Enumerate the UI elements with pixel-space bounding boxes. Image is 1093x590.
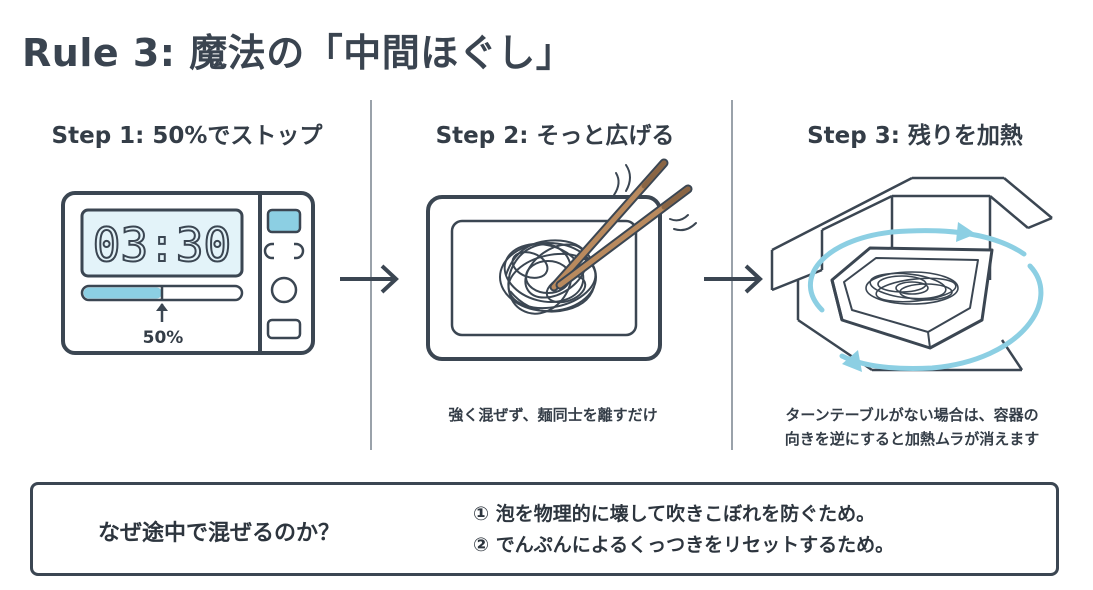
progress-fill — [83, 287, 162, 299]
reason-list: ① 泡を物理的に壊して吹きこぼれを防ぐため。 ② でんぷんによるくっつきをリセッ… — [473, 499, 894, 561]
microwave-interior-illustration — [770, 176, 1053, 372]
arrow-right-icon — [704, 264, 763, 294]
reason-box: なぜ途中で混ぜるのか？ ① 泡を物理的に壊して吹きこぼれを防ぐため。 ② でんぷ… — [30, 482, 1059, 576]
arrow-right-icon — [340, 264, 399, 294]
control-button-capsule — [263, 242, 305, 260]
progress-arrow-icon — [156, 303, 168, 322]
step-2-caption: 強く混ぜず、麺同士を離すだけ — [448, 406, 658, 424]
progress-label: 50% — [142, 328, 184, 348]
step-1-title: Step 1: 50%でストップ — [51, 123, 323, 149]
step-3-title: Step 3: 残りを加熱 — [807, 123, 1023, 149]
timer-display-panel — [80, 208, 244, 278]
step-3-caption-line-1: ターンテーブルがない場合は、容器の — [785, 406, 1039, 424]
page-title: Rule 3: 魔法の「中間ほぐし」 — [22, 31, 575, 75]
motion-lines-icon — [613, 164, 697, 232]
divider-2 — [731, 100, 733, 450]
step-3-caption-line-2: 向きを逆にすると加熱ムラが消えます — [784, 430, 1040, 448]
control-dial — [270, 276, 298, 304]
rotation-arrows-icon — [808, 222, 1044, 372]
reason-item: ① 泡を物理的に壊して吹きこぼれを防ぐため。 — [473, 503, 876, 525]
control-button-top — [266, 208, 302, 234]
microwave-illustration: 03:30 — [61, 191, 315, 355]
reason-question: なぜ途中で混ぜるのか？ — [98, 521, 341, 546]
reason-item: ② でんぷんによるくっつきをリセットするため。 — [473, 534, 895, 556]
step-2-title: Step 2: そっと広げる — [435, 123, 675, 149]
timer-display: 03:30 — [93, 218, 231, 272]
control-button-bottom — [266, 318, 302, 340]
noodles-icon — [499, 239, 597, 315]
noodles-icon — [865, 271, 959, 305]
divider-1 — [370, 100, 372, 450]
chopsticks-icon — [549, 158, 693, 292]
noodles-container-illustration — [426, 158, 697, 361]
